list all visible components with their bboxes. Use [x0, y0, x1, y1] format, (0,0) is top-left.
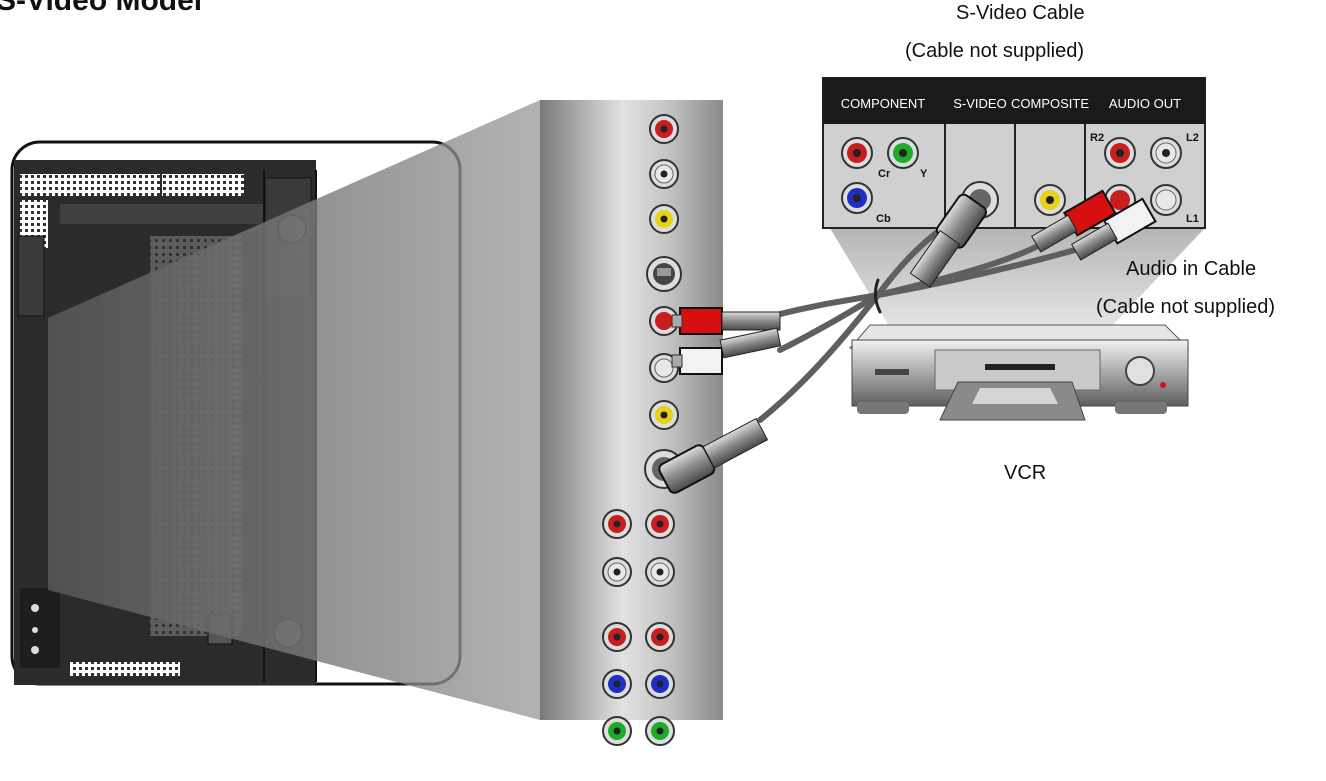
- jack-label-cb: Cb: [876, 213, 891, 225]
- vcr-header-composite: COMPOSITE: [1011, 96, 1089, 111]
- svideo-jack: [646, 256, 682, 292]
- rca-jack-white: [602, 557, 632, 587]
- component-cr-jack: [841, 137, 873, 169]
- rca-jack-white-connected: [649, 353, 679, 383]
- jack-label-y: Y: [920, 168, 928, 180]
- zoom-beam: [48, 100, 540, 720]
- component-y-jack: [887, 137, 919, 169]
- audio-cable-label: Audio in Cable: [1126, 258, 1257, 280]
- rca-jack-white: [645, 557, 675, 587]
- svideo-cable-note: (Cable not supplied): [905, 40, 1084, 62]
- jack-label-l1: L1: [1186, 213, 1199, 225]
- rca-jack-red: [649, 114, 679, 144]
- rca-jack-white: [649, 159, 679, 189]
- svideo-plug-tv: [658, 417, 769, 494]
- rca-jack-blue: [645, 669, 675, 699]
- audio-out-r2-jack: [1104, 137, 1136, 169]
- audio-white-cable-line: [777, 247, 1078, 353]
- red-audio-plug-tv: [671, 307, 781, 335]
- audio-cable-note: (Cable not supplied): [1096, 296, 1275, 318]
- rca-jack-green: [602, 716, 632, 746]
- rca-jack-yellow: [649, 204, 679, 234]
- rca-jack-yellow: [649, 400, 679, 430]
- page-title: S-Video Model: [0, 0, 203, 17]
- svideo-cable-line: [757, 227, 943, 423]
- tv-side-input-panel: [540, 100, 723, 746]
- audio-out-l2-jack: [1150, 137, 1182, 169]
- vcr-label: VCR: [1004, 462, 1047, 484]
- vcr-header-component: COMPONENT: [841, 96, 926, 111]
- rca-jack-red: [645, 509, 675, 539]
- rca-jack-blue: [602, 669, 632, 699]
- rca-jack-red: [645, 622, 675, 652]
- rca-jack-red: [602, 509, 632, 539]
- white-audio-plug-tv: [671, 327, 782, 375]
- svideo-plug-vcr: [909, 193, 987, 288]
- vcr-zoom-beam: [830, 228, 1205, 328]
- red-audio-plug-vcr: [1031, 189, 1117, 253]
- component-cb-jack: [841, 182, 873, 214]
- vcr-rear-panel: COMPONENT S-VIDEO COMPOSITE AUDIO OUT Cr…: [822, 77, 1206, 229]
- rca-jack-red: [602, 622, 632, 652]
- composite-jack: [1034, 184, 1066, 216]
- vcr-unit: [848, 324, 1190, 421]
- cable-bundle: [757, 227, 1078, 423]
- white-audio-plug-vcr: [1071, 197, 1157, 261]
- rca-jack-green: [645, 716, 675, 746]
- jack-label-cr: Cr: [878, 168, 891, 180]
- vcr-header-audio-out: AUDIO OUT: [1109, 96, 1181, 111]
- jack-label-l2: L2: [1186, 132, 1199, 144]
- vcr-header-svideo: S-VIDEO: [953, 96, 1006, 111]
- audio-out-l1-jack-connected: [1150, 184, 1182, 216]
- jack-label-r2: R2: [1090, 132, 1104, 144]
- svideo-cable-label: S-Video Cable: [956, 2, 1085, 24]
